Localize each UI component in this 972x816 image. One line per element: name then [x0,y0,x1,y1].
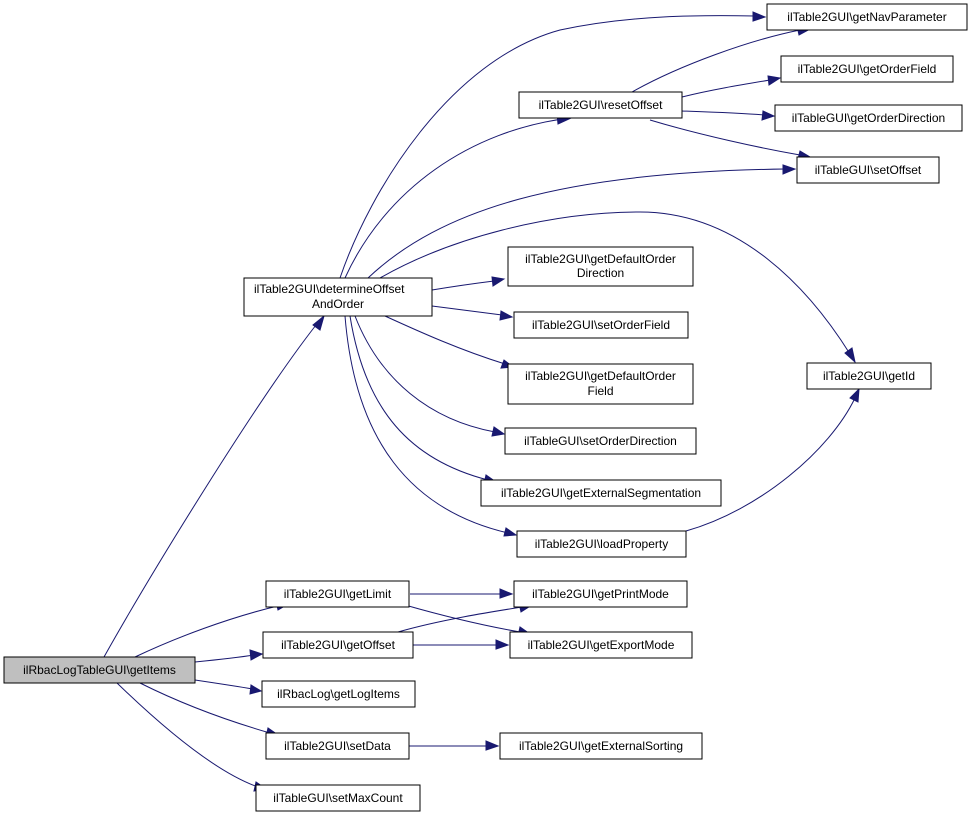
edge-determineoffset-to-getid [379,211,851,355]
node-label: ilTable2GUI\getId [823,369,915,383]
edge-head-getorderfield [767,75,782,86]
node-iltable2gui-getexternalsorting[interactable]: ilTable2GUI\getExternalSorting [499,732,703,760]
node-iltable2gui-determineoffsetandorder[interactable]: ilTable2GUI\determineOffset AndOrder [243,277,433,317]
edge-getoffset-to-getprintmode [397,606,523,633]
node-label: ilTableGUI\setOffset [815,163,922,177]
edge-determineoffset-to-resetoffset [344,117,571,279]
node-iltable2gui-getorderfield[interactable]: ilTable2GUI\getOrderField [780,55,954,83]
edge-resetoffset-to-getnavparameter [631,29,801,93]
edge-head-getorderdirection [761,110,776,121]
edge-getitems-to-setmaxcount [116,682,259,788]
node-label: ilTable2GUI\getOffset [281,638,396,652]
node-label: ilTable2GUI\getPrintMode [532,587,669,601]
edge-head-getoffset [249,649,264,661]
node-iltable2gui-getdefaultorderfield[interactable]: ilTable2GUI\getDefaultOrder Field [507,363,694,405]
node-iltable2gui-resetoffset[interactable]: ilTable2GUI\resetOffset [518,91,683,119]
nodes-layer: ilRbacLogTableGUI\getItems ilTable2GUI\d… [3,3,968,812]
node-label: ilTableGUI\setMaxCount [273,791,403,805]
node-label-line-1: ilTable2GUI\getDefaultOrder [525,369,676,383]
edge-head-setorderdirection [491,426,506,437]
node-label: ilTable2GUI\getExportMode [528,638,675,652]
node-label: ilRbacLogTableGUI\getItems [23,663,176,677]
edge-determineoffset-to-setorderfield [431,305,503,316]
edge-head-getexternalsorting [485,740,500,751]
node-label: ilTable2GUI\getExternalSorting [519,739,683,753]
edge-head-getnavparameter-a [752,11,767,22]
edge-head-getdefaultorderdirection [491,276,506,287]
edge-getitems-to-determineoffsetandorder [103,319,321,658]
edge-head-loadproperty [503,527,518,537]
edge-getitems-to-setdata [139,682,271,734]
node-label: ilTable2GUI\loadProperty [535,537,668,551]
node-iltable2gui-getprintmode[interactable]: ilTable2GUI\getPrintMode [513,580,688,608]
node-iltable2gui-getid[interactable]: ilTable2GUI\getId [806,362,932,390]
edge-getitems-to-getlimit [134,604,283,658]
node-label-line-1: ilTable2GUI\getDefaultOrder [525,252,676,266]
node-ilrbaclog-getlogitems[interactable]: ilRbacLog\getLogItems [261,680,416,708]
node-label: ilTable2GUI\setData [284,739,391,753]
edge-head-getexportmode-b [495,639,510,650]
edge-getlimit-to-getexportmode [404,604,521,633]
edge-loadproperty-to-getid [685,397,856,532]
node-iltable2gui-getexternalsegmentation[interactable]: ilTable2GUI\getExternalSegmentation [480,479,722,507]
node-iltablegui-setoffset[interactable]: ilTableGUI\setOffset [796,156,940,184]
node-label: ilTable2GUI\getExternalSegmentation [501,486,701,500]
edge-getitems-to-getoffset [194,654,255,663]
node-iltable2gui-getnavparameter[interactable]: ilTable2GUI\getNavParameter [766,3,968,31]
edge-determineoffset-to-getdefaultorderdirection [431,280,495,291]
edge-head-getid-a [844,347,856,364]
node-iltable2gui-setdata[interactable]: ilTable2GUI\setData [265,732,410,760]
edge-head-determineoffsetandorder [312,314,325,331]
edge-resetoffset-to-getorderdirection [681,110,765,116]
node-iltable2gui-getlimit[interactable]: ilTable2GUI\getLimit [265,580,410,608]
edge-determineoffset-to-setorderdirection [354,315,496,433]
node-iltablegui-getorderdirection[interactable]: ilTableGUI\getOrderDirection [774,104,963,132]
edge-head-getid-b [849,387,860,403]
node-label: ilTable2GUI\getNavParameter [787,10,946,24]
node-label: ilTable2GUI\resetOffset [539,98,663,112]
edges-layer [103,11,860,792]
node-label: ilTableGUI\getOrderDirection [792,111,945,125]
node-iltable2gui-setorderfield[interactable]: ilTable2GUI\setOrderField [513,311,689,339]
node-iltablegui-setorderdirection[interactable]: ilTableGUI\setOrderDirection [504,427,697,455]
node-label: ilTable2GUI\setOrderField [532,318,670,332]
node-iltablegui-setmaxcount[interactable]: ilTableGUI\setMaxCount [255,784,421,812]
edge-head-setoffset-a [782,164,797,175]
node-label-line-1: ilTable2GUI\determineOffset [254,282,405,296]
edge-determineoffset-to-getexternalsegmentation [349,315,489,481]
node-iltable2gui-getexportmode[interactable]: ilTable2GUI\getExportMode [509,631,693,659]
node-iltable2gui-getdefaultorderdirection[interactable]: ilTable2GUI\getDefaultOrder Direction [507,246,694,287]
edge-head-setorderfield [499,310,514,321]
edge-head-getprintmode-a [499,588,514,599]
edge-resetoffset-to-getorderfield [681,79,771,98]
node-label: ilRbacLog\getLogItems [277,687,400,701]
node-label-line-2: AndOrder [312,297,364,311]
edge-determineoffset-to-loadproperty [344,315,509,534]
edge-determineoffset-to-getnavparameter [339,15,756,279]
edge-resetoffset-to-setoffset [649,119,801,156]
edge-getitems-to-getlogitems [194,679,254,690]
node-label-line-2: Direction [577,266,624,280]
edge-determineoffset-to-getdefaultorderfield [384,315,506,365]
node-label-line-2: Field [587,384,613,398]
node-iltable2gui-loadproperty[interactable]: ilTable2GUI\loadProperty [516,530,687,558]
edge-head-getlogitems [249,684,263,695]
node-ilrbaclogtablegui-getitems[interactable]: ilRbacLogTableGUI\getItems [3,656,196,684]
node-label: ilTable2GUI\getOrderField [798,62,937,76]
node-iltable2gui-getoffset[interactable]: ilTable2GUI\getOffset [262,631,414,659]
edge-determineoffset-to-setoffset [367,168,786,279]
node-label: ilTableGUI\setOrderDirection [524,434,677,448]
node-label: ilTable2GUI\getLimit [284,587,392,601]
